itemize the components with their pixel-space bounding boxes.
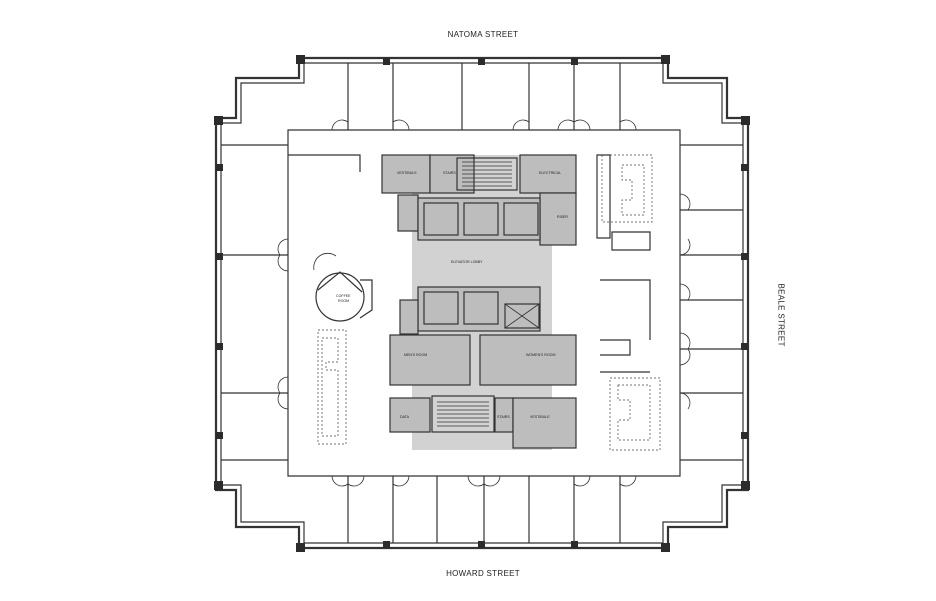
womens-room-label: WOMEN'S ROOM (526, 353, 555, 357)
mens-room-label: MEN'S ROOM (404, 353, 427, 357)
elevator-lobby-label: ELEVATOR LOBBY (451, 260, 483, 264)
building-columns (214, 55, 750, 552)
east-interior-rooms (596, 154, 651, 373)
riser-label: RISER (557, 215, 568, 219)
north-offices (331, 63, 637, 131)
east-offices (679, 144, 743, 461)
south-offices (331, 475, 637, 543)
street-label-south: HOWARD STREET (446, 569, 520, 578)
west-interior-wall (288, 154, 361, 172)
elevator-bank-top: ELEVATOR LOBBY (417, 197, 541, 264)
core-bottom: DATA STAIRS VESTIBULE (389, 395, 577, 449)
coffee-room-label-2: ROOM (338, 299, 349, 303)
corridor-boundary (287, 129, 681, 477)
core-top: VESTIBULE STAIRS ELECTRICAL RISER (381, 154, 577, 246)
west-offices (221, 144, 289, 461)
stairs-top-label: STAIRS (443, 171, 456, 175)
dashed-workstations (317, 154, 661, 451)
electrical-label: ELECTRICAL (539, 171, 561, 175)
coffee-room-label-1: COFFEE (336, 294, 351, 298)
vestibule-bottom-label: VESTIBULE (530, 415, 550, 419)
coffee-room: COFFEE ROOM (313, 252, 373, 322)
elevator-bank-bottom (399, 286, 541, 335)
data-room-label: DATA (400, 415, 410, 419)
street-label-north: NATOMA STREET (447, 30, 519, 39)
restrooms: MEN'S ROOM WOMEN'S ROOM (389, 334, 577, 386)
stairs-bottom-label: STAIRS (497, 415, 510, 419)
vestibule-top-label: VESTIBULE (397, 171, 417, 175)
